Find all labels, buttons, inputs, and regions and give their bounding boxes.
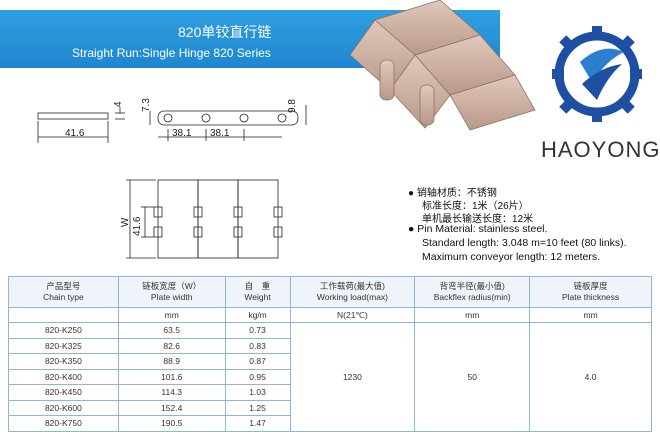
working-load-cell: 1230: [289, 322, 416, 432]
chain-type-cell: 820-K350: [8, 353, 119, 370]
weight-cell: 1.25: [224, 399, 291, 416]
brand-name: HAOYONG: [541, 137, 660, 162]
dim-link-thickness: 7.3: [141, 98, 152, 112]
weight-cell: 0.83: [224, 337, 291, 354]
banner-title-en: Straight Run:Single Hinge 820 Series: [72, 46, 271, 60]
header-backflex-radius: 背弯半径(最小值)Backflex radius(min): [414, 276, 531, 308]
spec-max-length-en: Maximum conveyor length: 12 meters.: [422, 251, 600, 263]
header-working-load: 工作载荷(最大值)Working load(max): [289, 276, 416, 308]
chain-type-cell: 820-K325: [8, 337, 119, 354]
dim-side-width: 41.6: [65, 128, 85, 139]
backflex-radius-cell: 50: [414, 322, 531, 432]
table-row: 820-K250 63.5 0.73 1230 50 4.0: [8, 322, 652, 432]
unit-cell: mm: [529, 307, 652, 323]
unit-cell: mm: [414, 307, 531, 323]
chain-type-cell: 820-K250: [8, 322, 119, 339]
table-row: 820-K600 152.4 1.25: [8, 399, 652, 416]
spec-max-length-cn: 单机最长输送长度：12米: [422, 214, 534, 225]
chain-type-cell: 820-K600: [8, 399, 119, 416]
chain-product-image: [349, 0, 536, 131]
unit-cell: [8, 307, 119, 323]
spec-pin-material-en: ● Pin Material: stainless steel.: [408, 223, 548, 235]
unit-cell: mm: [117, 307, 226, 323]
weight-cell: 1.47: [224, 415, 291, 432]
chain-type-cell: 820-K400: [8, 368, 119, 385]
chain-type-cell: 820-K450: [8, 384, 119, 401]
dim-top-width: 41.6: [132, 216, 143, 236]
header-plate-width: 链板宽度（W）Plate width: [117, 276, 226, 308]
plate-width-cell: 63.5: [117, 322, 226, 339]
top-view-drawing: [126, 179, 283, 259]
plate-width-cell: 82.6: [117, 337, 226, 354]
dim-side-height: 4: [113, 101, 124, 107]
plate-width-cell: 114.3: [117, 384, 226, 401]
dim-total-height: 9.8: [287, 99, 298, 113]
unit-cell: N(21℃): [289, 307, 416, 323]
plate-width-cell: 88.9: [117, 353, 226, 370]
banner-title-cn: 820单铰直行链: [178, 24, 272, 40]
dim-pitch-2: 38.1: [210, 128, 230, 139]
unit-cell: kg/m: [224, 307, 291, 323]
plate-width-cell: 152.4: [117, 399, 226, 416]
table-row: 820-K325 82.6 0.83: [8, 337, 652, 354]
weight-cell: 0.73: [224, 322, 291, 339]
spec-pin-material-cn: ● 销轴材质：不锈钢: [408, 188, 497, 199]
weight-cell: 1.03: [224, 384, 291, 401]
haoyong-gear-logo: [552, 26, 642, 122]
plate-width-cell: 101.6: [117, 368, 226, 385]
plate-thickness-cell: 4.0: [529, 322, 652, 432]
dim-top-width-label: W: [120, 217, 131, 227]
spec-standard-length-en: Standard length: 3.048 m=10 feet (80 lin…: [422, 237, 627, 249]
table-row: 820-K450 114.3 1.03: [8, 384, 652, 401]
weight-cell: 0.95: [224, 368, 291, 385]
side-view-drawing: [37, 105, 307, 143]
spec-standard-length-cn: 标准长度：1米（26片）: [422, 201, 529, 212]
dim-pitch-1: 38.1: [172, 128, 192, 139]
table-units-row: mm kg/m N(21℃) mm mm: [8, 307, 652, 323]
weight-cell: 0.87: [224, 353, 291, 370]
